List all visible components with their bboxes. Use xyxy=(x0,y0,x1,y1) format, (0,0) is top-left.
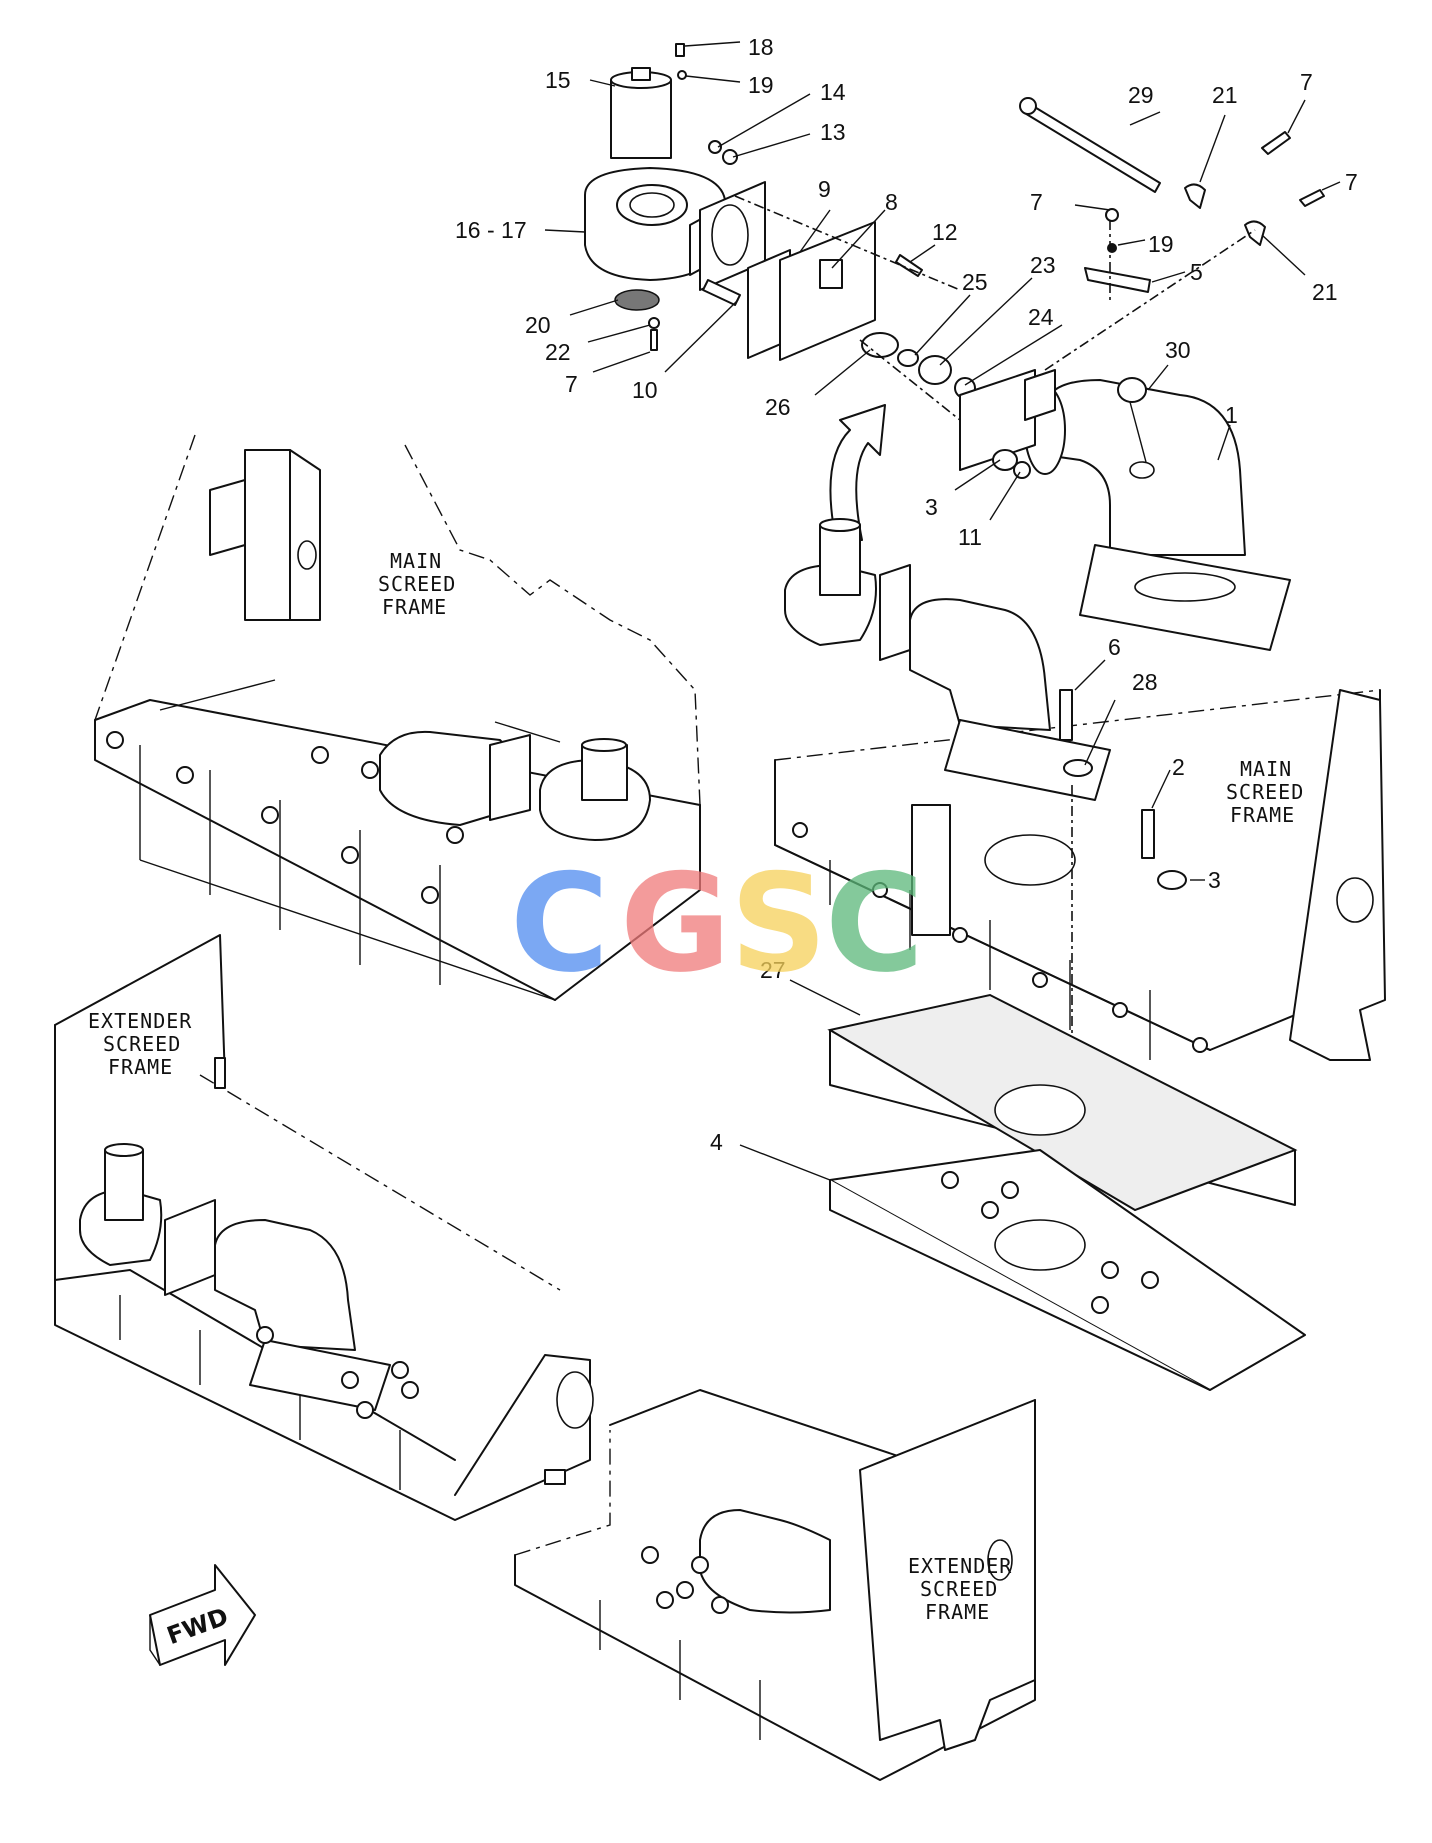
main-screed-frame-label-top: FRAME xyxy=(382,595,447,619)
callout-28: 28 xyxy=(1132,669,1158,695)
main-screed-frame-label-top: SCREED xyxy=(378,572,456,596)
extender-screed-frame-label-left: SCREED xyxy=(103,1032,181,1056)
watermark-letter: S xyxy=(730,845,827,1002)
main-screed-frame-label-right: MAIN xyxy=(1240,757,1292,781)
callout-7: 7 xyxy=(1300,69,1313,95)
cgsc-watermark: C G S C xyxy=(510,845,924,1002)
callout-26: 26 xyxy=(765,394,791,420)
callout-20: 20 xyxy=(525,312,551,338)
callout-leaders xyxy=(544,41,1341,1181)
callout-27: 27 xyxy=(760,957,786,983)
extender-screed-frame-right xyxy=(514,1389,1036,1781)
callout-21: 21 xyxy=(1312,279,1338,305)
callout-7: 7 xyxy=(1030,189,1043,215)
callout-numbers: 18 19 15 14 13 16 - 17 9 8 12 25 23 24 2… xyxy=(455,34,1358,1155)
callout-13: 13 xyxy=(820,119,846,145)
callout-11: 11 xyxy=(958,524,982,550)
extender-screed-frame-label-left: EXTENDER xyxy=(88,1009,192,1033)
extender-screed-frame-label-right: FRAME xyxy=(925,1600,990,1624)
forward-direction-arrow: FWD xyxy=(149,1564,256,1666)
callout-25: 25 xyxy=(962,269,988,295)
callout-21: 21 xyxy=(1212,82,1238,108)
callout-29: 29 xyxy=(1128,82,1154,108)
callout-5: 5 xyxy=(1190,259,1203,285)
callout-14: 14 xyxy=(820,79,846,105)
callout-2: 2 xyxy=(1172,754,1185,780)
callout-19: 19 xyxy=(748,72,774,98)
callout-23: 23 xyxy=(1030,252,1056,278)
callout-12: 12 xyxy=(932,219,958,245)
main-screed-frame-label-right: SCREED xyxy=(1226,780,1304,804)
callout-24: 24 xyxy=(1028,304,1054,330)
callout-18: 18 xyxy=(748,34,774,60)
callout-16-17: 16 - 17 xyxy=(455,217,527,243)
callout-3: 3 xyxy=(925,494,938,520)
callout-7: 7 xyxy=(1345,169,1358,195)
extender-screed-frame-label-right: EXTENDER xyxy=(908,1554,1012,1578)
callout-4: 4 xyxy=(710,1129,723,1155)
watermark-letter: C xyxy=(510,845,609,1002)
main-screed-frame-top-left xyxy=(94,434,701,1001)
extender-screed-frame-label-left: FRAME xyxy=(108,1055,173,1079)
callout-6: 6 xyxy=(1108,634,1121,660)
main-screed-frame-label-top: MAIN xyxy=(390,549,442,573)
watermark-letter: C xyxy=(825,845,924,1002)
callout-8: 8 xyxy=(885,189,898,215)
main-screed-frame-right xyxy=(774,518,1386,1275)
frame-labels: MAIN SCREED FRAME MAIN SCREED FRAME EXTE… xyxy=(88,549,1304,1624)
callout-22: 22 xyxy=(545,339,571,365)
main-screed-frame-label-right: FRAME xyxy=(1230,803,1295,827)
watermark-letter: G xyxy=(620,845,731,1002)
callout-19: 19 xyxy=(1148,231,1174,257)
blower-motor-assembly-exploded xyxy=(584,43,1325,651)
callout-7: 7 xyxy=(565,371,578,397)
gasket-and-plate xyxy=(827,993,1306,1391)
extender-screed-frame-left xyxy=(54,934,594,1521)
callout-15: 15 xyxy=(545,67,571,93)
callout-3: 3 xyxy=(1208,867,1221,893)
callout-9: 9 xyxy=(818,176,831,202)
callout-30: 30 xyxy=(1165,337,1191,363)
callout-10: 10 xyxy=(632,377,658,403)
callout-1: 1 xyxy=(1225,402,1238,428)
extender-screed-frame-label-right: SCREED xyxy=(920,1577,998,1601)
